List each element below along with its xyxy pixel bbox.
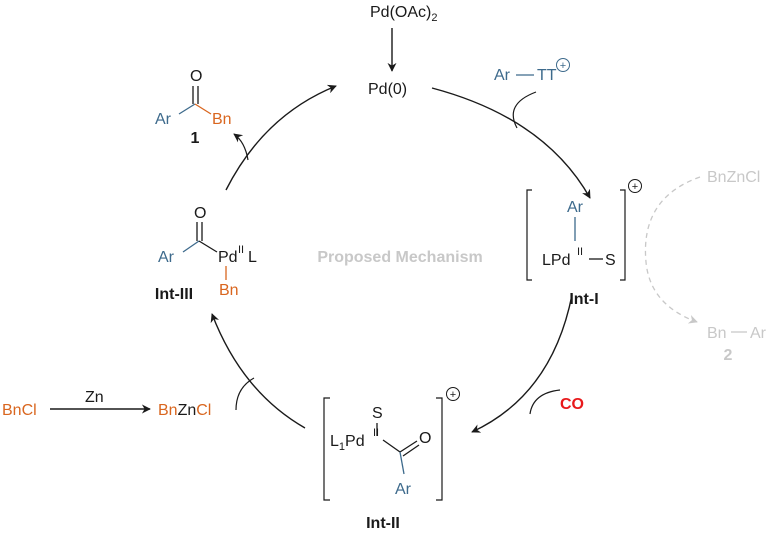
product1-bn: Bn — [212, 111, 232, 128]
catalyst-pd0: Pd(0) — [368, 81, 407, 98]
int2-charge: + — [450, 389, 456, 401]
product1-ar: Ar — [155, 111, 172, 128]
int2-o: O — [419, 430, 431, 447]
int2-bond-c-o-1 — [399, 440, 418, 453]
int1-lpd: LPd — [542, 252, 570, 269]
zinc-step-bncl: BnCl — [2, 402, 37, 419]
int2-bracket-left — [323, 397, 330, 501]
int1-bracket-right — [620, 189, 626, 281]
side-reagent-bnzncl: BnZnCl — [707, 169, 760, 186]
hook-arylthianthrenium — [512, 91, 537, 129]
side-product-bn: Bn — [707, 325, 727, 342]
cycle-arrow-oxidative-addition — [431, 87, 591, 199]
int2-ligand: L1Pd — [330, 433, 365, 453]
side-product-ar: Ar — [750, 325, 767, 342]
int2-charge-circle — [446, 387, 460, 401]
int3-bond-c-pd — [198, 240, 218, 253]
cycle-arrow-co-insertion — [471, 294, 573, 433]
zinc-insertion-step: BnCl Zn BnZnCl — [2, 389, 211, 419]
int2-bond-c-o-2 — [402, 444, 420, 457]
side-reaction-homocoupling: BnZnCl Bn Ar 2 — [644, 169, 767, 364]
hook-co — [529, 389, 561, 415]
int2-bracket-right — [436, 397, 443, 501]
product1-o: O — [190, 68, 202, 85]
hook-benzylzinc — [235, 377, 255, 411]
product1-number: 1 — [191, 130, 200, 147]
int3-l: L — [248, 249, 257, 266]
precatalyst-formula: Pd(OAc)2 — [370, 4, 437, 24]
product-ketone-1: O Ar Bn 1 — [155, 68, 232, 147]
int1-bracket-left — [526, 189, 532, 281]
reagent-charge-circle — [556, 58, 570, 72]
zinc-step-zn: Zn — [85, 389, 104, 406]
hook-product-release — [233, 133, 249, 161]
cycle-arrow-reductive-elimination — [225, 84, 337, 191]
center-label: Proposed Mechanism — [317, 249, 482, 266]
reagent-arylthianthrenium: Ar TT + — [494, 58, 570, 84]
int3-label: Int-III — [155, 286, 193, 303]
int2-s: S — [372, 405, 383, 422]
int2-oxidation-state: II — [373, 427, 379, 439]
int3-pd: Pd — [218, 249, 238, 266]
zinc-step-product: BnZnCl — [158, 402, 211, 419]
int3-oxidation-state: II — [238, 244, 244, 256]
int2-bond-c-ar — [399, 451, 405, 475]
int2-ar: Ar — [395, 481, 412, 498]
intermediate-int1: + Ar LPd II S Int-I — [526, 179, 642, 308]
int1-label: Int-I — [569, 291, 598, 308]
product1-bond-c-bn — [194, 103, 212, 115]
int3-bond-c-ar — [182, 240, 200, 253]
side-arrow — [644, 176, 701, 324]
co-reagent: CO — [560, 396, 584, 413]
side-product-number: 2 — [724, 347, 733, 364]
int1-oxidation-state: II — [577, 246, 583, 258]
int2-bond-pd-c — [382, 439, 401, 453]
product1-bond-c-ar — [178, 103, 196, 115]
int2-label: Int-II — [366, 515, 400, 532]
int1-ar: Ar — [567, 199, 584, 216]
reagent-ar: Ar — [494, 67, 511, 84]
cycle-arrow-transmetalation — [210, 313, 306, 429]
int3-ar: Ar — [158, 249, 175, 266]
int1-charge: + — [632, 181, 638, 193]
int1-charge-circle — [628, 179, 642, 193]
int1-s: S — [605, 252, 616, 269]
reagent-charge: + — [560, 60, 566, 72]
intermediate-int3: O Ar Pd II L Bn Int-III — [155, 205, 257, 303]
int3-bn: Bn — [219, 282, 239, 299]
reagent-tt: TT — [537, 67, 557, 84]
intermediate-int2: + S L1Pd II O Ar Int-II — [323, 387, 460, 532]
int3-o: O — [194, 205, 206, 222]
